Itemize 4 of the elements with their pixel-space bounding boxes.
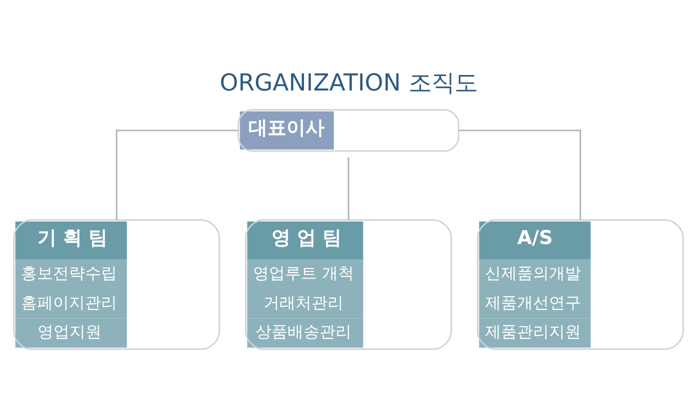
connector bbox=[459, 129, 582, 220]
connector bbox=[116, 129, 238, 220]
connector bbox=[348, 156, 350, 220]
diagram-title: ORGANIZATION 조직도 bbox=[220, 68, 478, 96]
